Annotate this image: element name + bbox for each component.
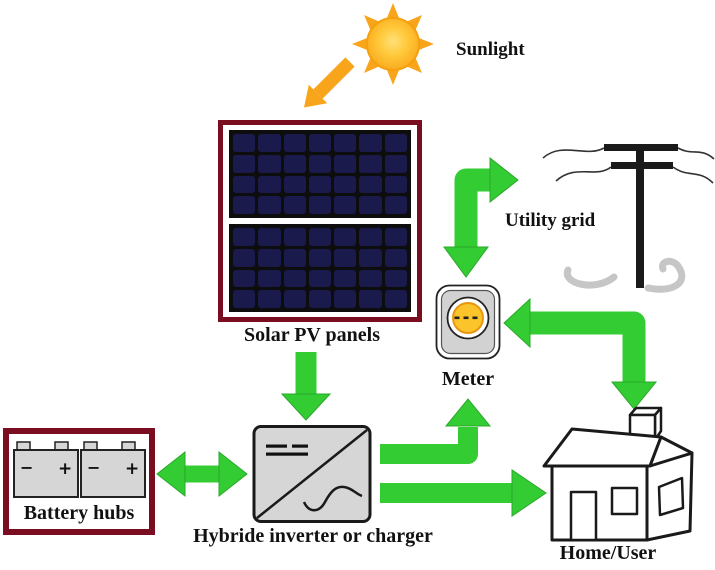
meter-label: Meter: [441, 368, 495, 390]
sunlight-arrow: [304, 57, 355, 108]
pv-cell: [308, 290, 332, 308]
inverter-icon: [252, 425, 372, 523]
pv-cell: [384, 134, 407, 152]
battery-plus-sign: +: [125, 459, 139, 479]
pv-cell: [283, 196, 306, 214]
pv-cell: [308, 134, 332, 152]
pv-cell: [233, 196, 256, 214]
sine-wave-glyph: [302, 485, 363, 512]
battery-hubs-icon: − + − +: [3, 428, 155, 535]
ground-swirl-left: [563, 266, 618, 289]
green-arrows: [156, 156, 658, 517]
pv-cell: [283, 154, 306, 173]
pv-cell: [258, 175, 281, 194]
pv-cell: [308, 154, 332, 173]
pv-cell: [308, 228, 332, 246]
utility-grid-label: Utility grid: [505, 210, 596, 231]
pv-cell: [334, 228, 357, 246]
house-door: [569, 490, 598, 542]
meter-icon: [435, 284, 501, 360]
house-front-window: [610, 486, 639, 516]
pv-cell: [384, 269, 407, 288]
inverter-label: Hybride inverter or charger: [193, 525, 433, 547]
arrow-battery-inverter: [156, 450, 248, 498]
pv-cell: [308, 269, 332, 288]
pv-cell: [359, 290, 382, 308]
pv-cell: [334, 134, 357, 152]
battery-1-icon: − +: [13, 441, 79, 498]
pv-cell: [283, 175, 306, 194]
pv-cell: [258, 248, 281, 267]
pv-cell: [258, 154, 281, 173]
pv-cell: [334, 196, 357, 214]
house-icon: [542, 406, 694, 542]
pv-cell: [334, 290, 357, 308]
solar-panel-icon: [218, 120, 422, 322]
pv-cell: [359, 196, 382, 214]
arrow-inverter-home: [380, 469, 547, 517]
pv-panel-bottom: [229, 224, 411, 312]
pv-panel-top: [229, 130, 411, 218]
pv-cell: [233, 269, 256, 288]
pv-cell: [384, 290, 407, 308]
pv-cell: [233, 175, 256, 194]
pv-cell: [384, 248, 407, 267]
house-side-window: [657, 476, 685, 517]
pv-cell: [359, 175, 382, 194]
sun-icon: [352, 3, 434, 85]
battery-minus-sign: −: [87, 458, 100, 477]
pv-cell: [283, 290, 306, 308]
house-roof: [542, 427, 663, 468]
solar-panels-label: Solar PV panels: [244, 324, 380, 346]
pv-cell: [334, 175, 357, 194]
pv-cell: [359, 134, 382, 152]
house-gable: [648, 435, 694, 468]
pv-cell: [258, 290, 281, 308]
pv-cell: [283, 228, 306, 246]
pv-cell: [384, 154, 407, 173]
pv-cell: [258, 269, 281, 288]
pv-cell: [233, 154, 256, 173]
pv-cell: [359, 154, 382, 173]
pv-cell: [308, 248, 332, 267]
pv-cell: [233, 134, 256, 152]
ground-swirl-right: [644, 257, 686, 293]
pv-cell: [384, 196, 407, 214]
pv-cell: [233, 228, 256, 246]
arrow-meter-grid: [443, 156, 519, 278]
arrow-meter-home: [503, 297, 658, 410]
battery-hubs-label: Battery hubs: [23, 502, 135, 524]
pv-cell: [283, 248, 306, 267]
pv-cell: [384, 228, 407, 246]
pv-cell: [233, 290, 256, 308]
pv-cell: [359, 248, 382, 267]
pv-cell: [334, 248, 357, 267]
pv-cell: [384, 175, 407, 194]
sunlight-label: Sunlight: [456, 39, 525, 60]
pv-cell: [283, 269, 306, 288]
pv-cell: [258, 134, 281, 152]
battery-plus-sign: +: [58, 459, 72, 479]
pv-cell: [334, 154, 357, 173]
pv-cell: [233, 248, 256, 267]
power-pole-icon: [542, 144, 715, 293]
pv-cell: [334, 269, 357, 288]
home-user-label: Home/User: [559, 542, 657, 564]
pv-cell: [283, 134, 306, 152]
arrow-panels-inverter: [280, 352, 332, 421]
pv-cell: [258, 196, 281, 214]
battery-minus-sign: −: [20, 458, 33, 477]
battery-2-icon: − +: [80, 441, 146, 498]
pv-cell: [258, 228, 281, 246]
pv-cell: [308, 196, 332, 214]
arrow-inverter-meter: [380, 398, 492, 464]
pv-cell: [359, 228, 382, 246]
pv-cell: [308, 175, 332, 194]
pv-cell: [359, 269, 382, 288]
